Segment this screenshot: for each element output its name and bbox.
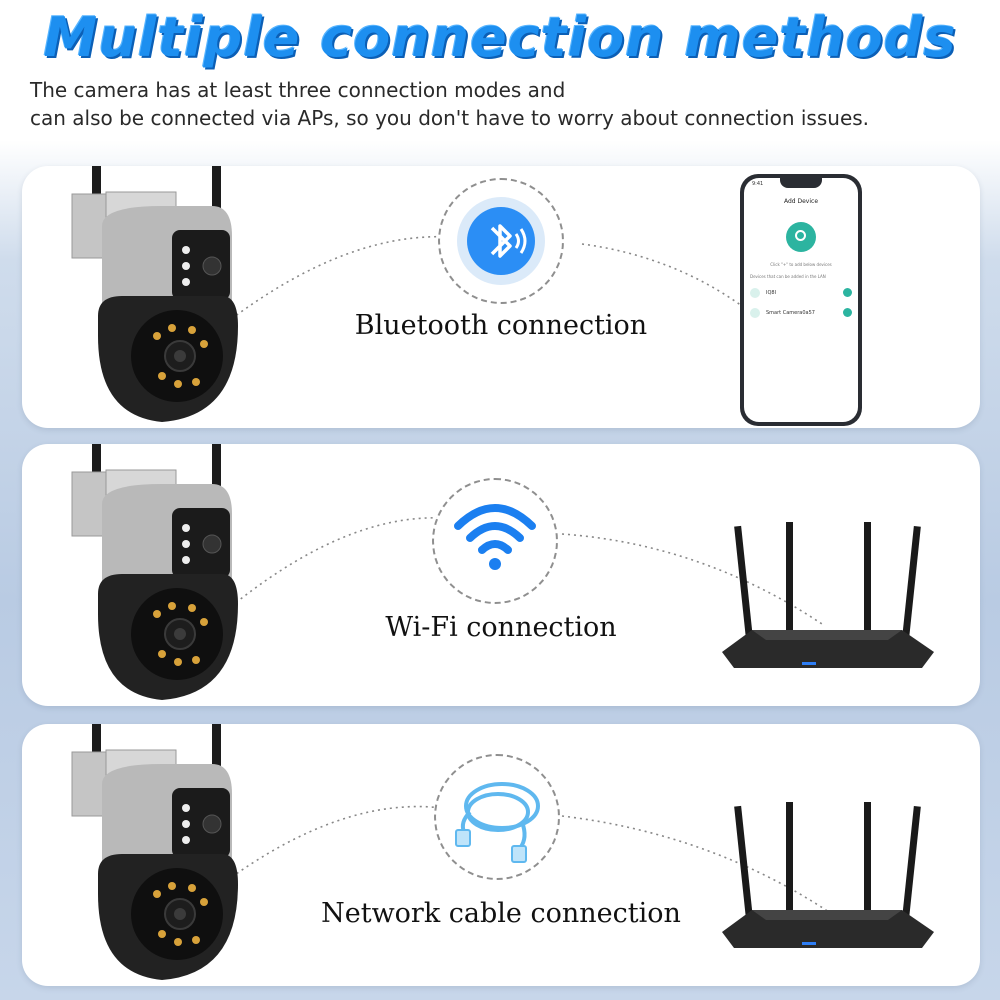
- connection-dotted-lines: [221, 805, 833, 915]
- bluetooth-panel: Bluetooth connection 9:41 Add Device Cli…: [22, 166, 980, 428]
- cable-icon-frame: [434, 754, 560, 880]
- wifi-icon: [454, 504, 536, 570]
- camera-illustration: [71, 166, 238, 422]
- headline: Multiple connection methods: [43, 6, 957, 69]
- phone-hint: Click "+" to add below devices: [770, 262, 832, 267]
- camera-illustration: [71, 444, 238, 700]
- phone-status-time: 9:41: [752, 181, 764, 187]
- phone-search-icon: [786, 222, 816, 252]
- subtitle-line-1: The camera has at least three connection…: [30, 78, 566, 102]
- bluetooth-icon: [457, 197, 545, 285]
- phone-screen-title: Add Device: [783, 198, 819, 205]
- phone-device-item[interactable]: Smart Camera0a57: [750, 306, 852, 322]
- ethernet-cable-icon: [455, 782, 540, 863]
- subtitle-line-2: can also be connected via APs, so you do…: [30, 106, 870, 130]
- network-cable-label: Network cable connection: [321, 898, 681, 929]
- wifi-panel: Wi-Fi connection: [22, 444, 980, 706]
- router-illustration: [722, 802, 934, 948]
- smartphone-illustration: 9:41 Add Device Click "+" to add below d…: [740, 174, 862, 426]
- camera-illustration: [71, 724, 238, 980]
- bluetooth-label: Bluetooth connection: [354, 310, 648, 341]
- phone-device-item[interactable]: IQ8I: [750, 286, 852, 302]
- router-illustration: [722, 522, 934, 668]
- phone-lan-note: Devices that can be added in the LAN: [750, 274, 826, 279]
- connection-dotted-lines: [221, 235, 743, 327]
- wifi-label: Wi-Fi connection: [385, 612, 617, 643]
- network-cable-panel: Network cable connection: [22, 724, 980, 986]
